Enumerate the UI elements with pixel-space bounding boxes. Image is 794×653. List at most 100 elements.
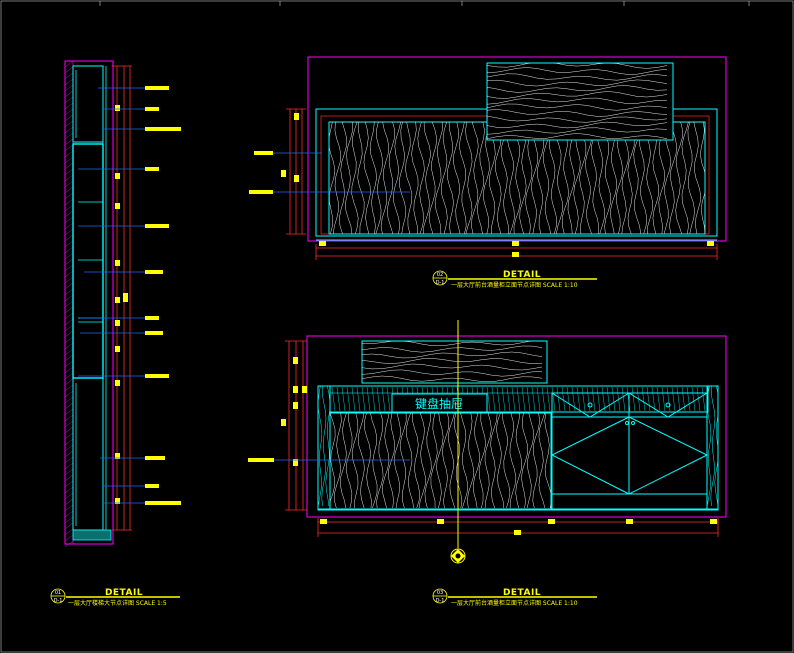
texture-line — [601, 386, 606, 412]
texture-line — [676, 386, 681, 412]
grain-line — [332, 122, 342, 234]
grain-line — [459, 122, 467, 234]
texture-line — [696, 386, 701, 412]
grain-line — [515, 413, 522, 508]
leader-tag — [249, 190, 273, 194]
leader-tag — [145, 331, 163, 335]
hatch-line — [64, 258, 74, 266]
hatch-line — [64, 312, 74, 320]
grain-line — [388, 413, 396, 508]
texture-line — [631, 386, 636, 412]
texture-line — [351, 386, 356, 412]
grain-line — [478, 413, 486, 508]
texture-line — [651, 386, 656, 412]
grain-line — [496, 413, 504, 508]
detail-title: DETAIL — [105, 588, 143, 598]
keyboard-drawer — [391, 393, 488, 413]
grain-line — [339, 122, 347, 234]
dimension-tag — [115, 297, 120, 303]
grain-line — [487, 73, 668, 81]
detail-subtitle: 一层大厅前台酒量柜立面节点详图 SCALE 1:10 — [451, 281, 578, 289]
grain-line — [329, 122, 336, 234]
grain-line — [467, 413, 474, 508]
texture-line — [561, 386, 566, 412]
texture-line — [566, 386, 571, 412]
hatch-line — [64, 432, 74, 440]
detail-sheet: D-1 — [54, 598, 63, 604]
grain-line — [363, 122, 371, 234]
dimension-tag — [115, 260, 120, 266]
hatch-line — [64, 198, 74, 206]
hatch-line — [64, 462, 74, 470]
grain-line — [382, 413, 390, 508]
dimension-tag — [319, 241, 326, 246]
texture-line — [541, 386, 546, 412]
texture-line — [371, 386, 376, 412]
hatch-line — [64, 282, 74, 290]
hatch-line — [64, 66, 74, 74]
leader-tag — [145, 374, 169, 378]
hatch-line — [64, 234, 74, 242]
texture-line — [591, 386, 596, 412]
texture-line — [386, 386, 391, 412]
hatch-line — [64, 264, 74, 272]
hatch-line — [64, 294, 74, 302]
detail-title: DETAIL — [503, 588, 541, 598]
grain-line — [669, 122, 677, 234]
grain-line — [442, 413, 450, 508]
stone-strip — [329, 385, 709, 413]
leader-tag — [145, 501, 181, 505]
grain-line — [487, 67, 668, 75]
sheet-border-ticks — [99, 1, 750, 6]
grain-line — [351, 122, 359, 234]
dimension-tag — [281, 170, 286, 177]
grain-line — [380, 122, 390, 234]
detail-bubble-icon: 01 D-1 — [50, 588, 66, 604]
detail-number: 02 — [437, 272, 443, 278]
grain-line — [675, 122, 683, 234]
texture-line — [366, 386, 371, 412]
grain-line — [487, 127, 668, 135]
section-hatch — [64, 60, 74, 545]
grain-line — [399, 122, 407, 234]
dimension-tag — [115, 105, 120, 111]
grain-line — [487, 121, 668, 129]
grain-line — [681, 122, 689, 234]
grain-line — [471, 122, 479, 234]
dimension-tag — [320, 519, 327, 524]
grain-line — [369, 122, 377, 234]
dimension-tag — [293, 386, 298, 393]
grain-line — [345, 122, 353, 234]
grain-line — [484, 413, 492, 508]
dimension-tag — [281, 419, 286, 426]
hatch-line — [64, 534, 74, 542]
texture-line — [486, 386, 491, 412]
hatch-line — [64, 60, 74, 68]
hatch-line — [64, 162, 74, 170]
hatch-line — [64, 372, 74, 380]
texture-line — [641, 386, 646, 412]
grain-line — [544, 413, 551, 508]
hatch-line — [64, 168, 74, 176]
dimension-tag — [293, 459, 298, 466]
hatch-line — [64, 300, 74, 308]
hatch-line — [64, 216, 74, 224]
hatch-line — [64, 180, 74, 188]
texture-line — [506, 386, 511, 412]
hatch-line — [64, 132, 74, 140]
hatch-line — [64, 150, 74, 158]
dimension-tag — [123, 293, 128, 302]
elevation-tags-02 — [281, 113, 714, 257]
hatch-line — [64, 330, 74, 338]
grain-line — [351, 413, 359, 508]
texture-line — [621, 386, 626, 412]
leader-tag — [145, 316, 159, 320]
grain-line — [714, 386, 718, 507]
grain-line — [362, 345, 543, 353]
dimension-tag — [115, 346, 120, 352]
grain-line — [487, 97, 668, 105]
hatch-line — [64, 306, 74, 314]
grain-line — [441, 122, 448, 234]
texture-line — [501, 386, 506, 412]
